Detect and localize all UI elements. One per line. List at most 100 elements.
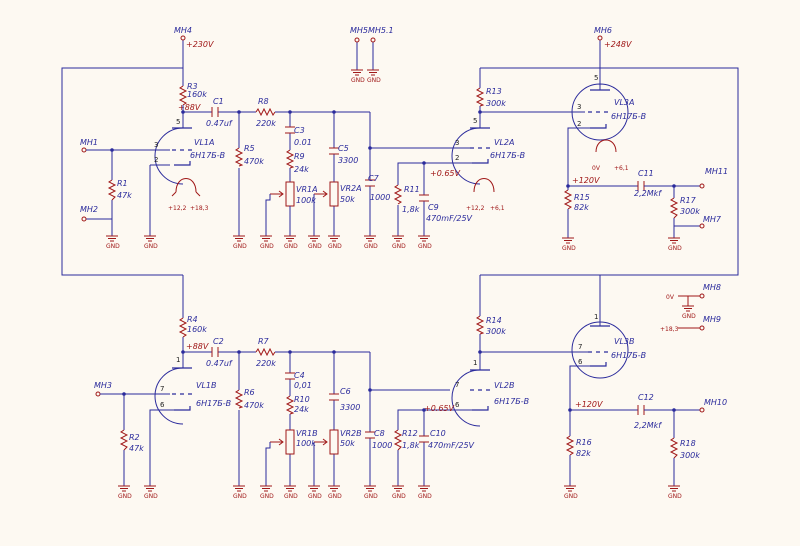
ground-symbol <box>668 237 680 244</box>
vl3b-envelope <box>571 321 629 379</box>
vl3a-pin2: 2 <box>577 120 581 128</box>
vr2a-pot <box>329 181 339 207</box>
ground-label: GND <box>364 243 378 250</box>
c2-capacitor <box>211 347 219 357</box>
c4-ref: C4 <box>294 371 305 380</box>
ground-symbol <box>233 235 245 242</box>
ground-label: GND <box>260 243 274 250</box>
vr1a-ref: VR1A <box>296 185 318 194</box>
ground-label: GND <box>418 493 432 500</box>
vl3a-type: 6Н17Б-В <box>611 112 646 121</box>
ground-symbol <box>364 235 376 242</box>
vl1a-ref: VL1A <box>194 138 215 147</box>
v230-label: +230V <box>186 40 214 49</box>
vr1b-wires <box>265 442 271 486</box>
node-vl2a-cathode <box>422 161 426 165</box>
r9-ref: R9 <box>294 152 305 161</box>
r16-ref: R16 <box>576 438 592 447</box>
ground-symbol <box>308 235 320 242</box>
ground-symbol <box>118 485 130 492</box>
v120a-label: +120V <box>572 176 600 185</box>
ground-symbol <box>418 235 430 242</box>
vl2a-type: 6Н17Б-В <box>490 151 525 160</box>
ground-symbol <box>284 485 296 492</box>
c8-value: 1000 <box>372 441 392 450</box>
r14-ref: R14 <box>486 316 502 325</box>
c3-ref: C3 <box>294 126 305 135</box>
mh5-terminal <box>354 37 360 43</box>
mh4-terminal <box>180 35 186 41</box>
vl1b-envelope <box>154 367 184 425</box>
node-vl2b-cathode <box>422 408 426 412</box>
ground-symbol <box>364 485 376 492</box>
r7-value: 220k <box>256 359 276 368</box>
ground-label: GND <box>328 493 342 500</box>
mh8-lead <box>678 295 700 306</box>
vl2b-pin1: 1 <box>473 359 477 367</box>
vr1b-wiper <box>270 438 284 446</box>
ground-symbol <box>418 485 430 492</box>
vl2a-envelope <box>451 127 481 185</box>
r1-ref: R1 <box>117 179 128 188</box>
ground-label: GND <box>233 493 247 500</box>
mh51-label: MH5.1 <box>368 26 394 35</box>
r13-ref: R13 <box>486 87 502 96</box>
mh8-terminal <box>699 293 705 299</box>
ground-label: GND <box>144 243 158 250</box>
r6-value: 470k <box>244 401 264 410</box>
r18-ref: R18 <box>680 439 696 448</box>
r8-resistor <box>255 107 276 117</box>
c9-capacitor <box>419 194 429 202</box>
r4-resistor <box>178 317 188 338</box>
ground-symbol <box>308 485 320 492</box>
c9-ref: C9 <box>428 203 439 212</box>
ground-label: GND <box>308 243 322 250</box>
ground-label: GND <box>328 243 342 250</box>
vl1a-pin2: 2 <box>154 156 158 164</box>
r18-value: 300k <box>680 451 700 460</box>
mh3-label: MH3 <box>94 381 112 390</box>
v248-label: +248V <box>604 40 632 49</box>
mh1-terminal <box>81 147 87 153</box>
c8-ref: C8 <box>374 429 385 438</box>
vl1b-pin1: 1 <box>176 356 180 364</box>
vr1b-pot <box>285 429 295 455</box>
vl2b-pin7: 7 <box>455 381 459 389</box>
vl2a-v12: +12,2 <box>466 205 485 212</box>
r9-resistor <box>285 149 295 169</box>
r17-resistor <box>669 197 679 219</box>
mh6-terminal <box>597 35 603 41</box>
mh11-terminal <box>699 183 705 189</box>
c2-value: 0.47uf <box>206 359 233 368</box>
ground-label: GND <box>106 243 120 250</box>
r17-value: 300k <box>680 207 700 216</box>
ground-label: GND <box>233 243 247 250</box>
c12-capacitor <box>637 405 645 415</box>
vl3b-cathode <box>590 362 607 367</box>
node-vl3a-cathode <box>566 184 570 188</box>
c10-ref: C10 <box>430 429 446 438</box>
ground-label: GND <box>367 77 381 84</box>
v0r-label: 0V <box>666 294 675 301</box>
ground-symbol <box>367 69 379 76</box>
r13-resistor <box>475 87 485 107</box>
c3-value: 0.01 <box>294 138 312 147</box>
ground-label: GND <box>564 493 578 500</box>
vl3b-type: 6Н17Б-В <box>611 351 646 360</box>
v18r-label: +18,3 <box>660 326 679 333</box>
r17-ref: R17 <box>680 196 697 205</box>
c11-ref: C11 <box>638 169 654 178</box>
vl2b-ref: VL2B <box>494 381 515 390</box>
vl1a-pin3: 3 <box>154 141 158 149</box>
vl1b-type: 6Н17Б-В <box>196 399 231 408</box>
vl1a-envelope <box>154 127 184 185</box>
vl2a-pin3: 3 <box>455 139 459 147</box>
vl1a-cathode <box>174 161 191 166</box>
vl2a-ref: VL2A <box>494 138 515 147</box>
mh5-wires <box>356 42 374 70</box>
r15-ref: R15 <box>574 193 590 202</box>
c8-capacitor <box>365 431 375 439</box>
mh9-label: MH9 <box>703 315 721 324</box>
c7-capacitor <box>365 179 375 187</box>
mh7-terminal <box>699 223 705 229</box>
